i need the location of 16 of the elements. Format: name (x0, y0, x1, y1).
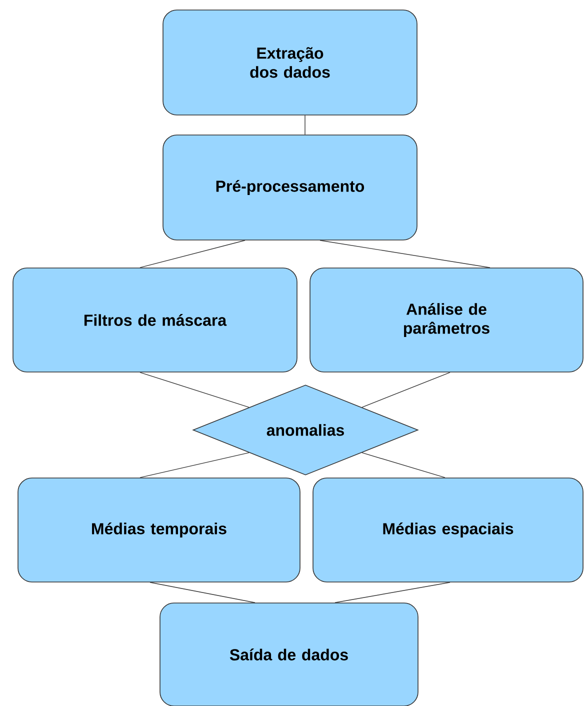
process-box: Médias temporais (18, 478, 300, 582)
connector-line (150, 582, 256, 603)
process-box: Pré-processamento (162, 134, 418, 240)
connector-line (140, 452, 250, 478)
connector-line (334, 582, 450, 603)
process-box: Médias espaciais (312, 478, 584, 582)
process-box: Saída de dados (160, 602, 418, 706)
process-box: Filtros de máscara (12, 268, 298, 372)
connector-line (362, 372, 450, 408)
connector-line (362, 452, 446, 478)
connector-line (140, 240, 246, 268)
process-box: Extração dos dados (162, 10, 418, 116)
connector-line (140, 372, 250, 408)
connector-line (320, 240, 490, 268)
process-box: Análise de parâmetros (310, 268, 584, 372)
connector-line (304, 115, 306, 135)
